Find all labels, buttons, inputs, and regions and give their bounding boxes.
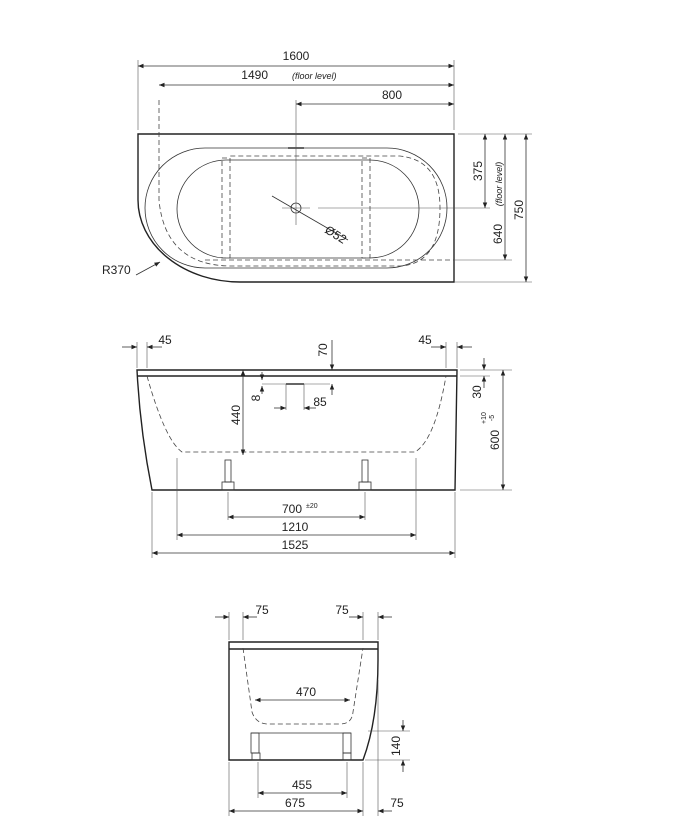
end-view: 75 75 470 140 455 675 75	[215, 603, 410, 816]
height-tolerance-minus: -5	[489, 415, 496, 421]
floor-width-label: 640	[491, 224, 505, 244]
floor-level-outline	[158, 100, 441, 267]
base-width-label: 675	[285, 796, 305, 810]
length-label: 1600	[283, 49, 310, 63]
drain-diameter-label: Ø52	[322, 223, 349, 247]
foot-left-end	[250, 732, 260, 754]
feet-height-label: 140	[389, 736, 403, 756]
tub-outline-end	[228, 641, 379, 761]
bottom-length-label: 1210	[282, 520, 309, 534]
floor-length-label: 1490	[241, 68, 268, 82]
end-rim-right-label: 75	[335, 603, 349, 617]
inner-basin-side	[146, 375, 447, 453]
corner-radius-label: R370	[102, 263, 131, 277]
side-view: 45 45 70 440 8 85 30 600 +10 -5	[122, 333, 512, 558]
top-view: Ø52 1600 1490 (floor level) 800 375 640 …	[102, 49, 532, 283]
height-tolerance-plus: +10	[481, 412, 488, 424]
foot-right-end	[342, 732, 352, 754]
inner-depth-label: 440	[229, 405, 243, 425]
width-label: 750	[512, 200, 526, 220]
height-label: 600	[488, 430, 502, 450]
support-rail-left	[221, 157, 231, 259]
rim-thickness-label: 30	[470, 385, 484, 399]
overhang-label: 75	[390, 796, 404, 810]
end-rim-left-label: 75	[255, 603, 269, 617]
foot-right	[361, 459, 369, 483]
overflow-width-label: 85	[313, 395, 327, 409]
rim-right-label: 45	[418, 333, 432, 347]
floor-length-note: (floor level)	[292, 71, 337, 81]
end-feet-spacing-label: 455	[292, 778, 312, 792]
base-length-label: 1525	[282, 538, 309, 552]
feet-tolerance-label: ±20	[306, 503, 318, 510]
inner-basin-end	[242, 647, 364, 725]
overflow-top-label: 70	[316, 343, 330, 357]
drain-offset-label: 800	[382, 88, 402, 102]
bottom-width-label: 470	[296, 685, 316, 699]
inner-basin-oval	[176, 159, 420, 259]
tub-outline-top	[137, 133, 455, 283]
foot-left	[224, 459, 232, 483]
floor-width-note: (floor level)	[494, 162, 504, 207]
rim-left-label: 45	[158, 333, 172, 347]
tub-outline-side	[136, 369, 458, 491]
feet-spacing-label: 700	[282, 502, 302, 516]
overflow-height-label: 8	[249, 394, 263, 401]
drain-depth-label: 375	[471, 161, 485, 181]
